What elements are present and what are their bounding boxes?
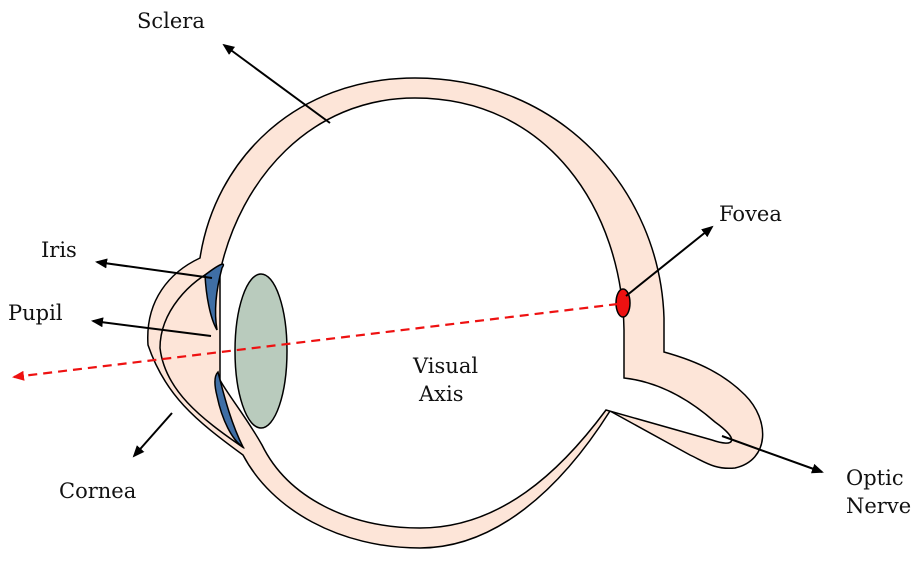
visual-axis-label-line1: Visual (412, 354, 478, 378)
cornea-label: Cornea (59, 479, 136, 503)
pupil-label: Pupil (8, 301, 63, 325)
iris-label: Iris (41, 238, 77, 262)
optic-nerve-label-line1: Optic (846, 466, 904, 490)
sclera-arrow (224, 45, 330, 123)
sclera-label: Sclera (137, 9, 205, 33)
fovea-label: Fovea (719, 202, 782, 226)
visual-axis-label-line2: Axis (418, 382, 464, 406)
cornea-arrow (134, 413, 172, 456)
optic-nerve-label-line2: Nerve (846, 494, 911, 518)
lens (235, 274, 287, 428)
